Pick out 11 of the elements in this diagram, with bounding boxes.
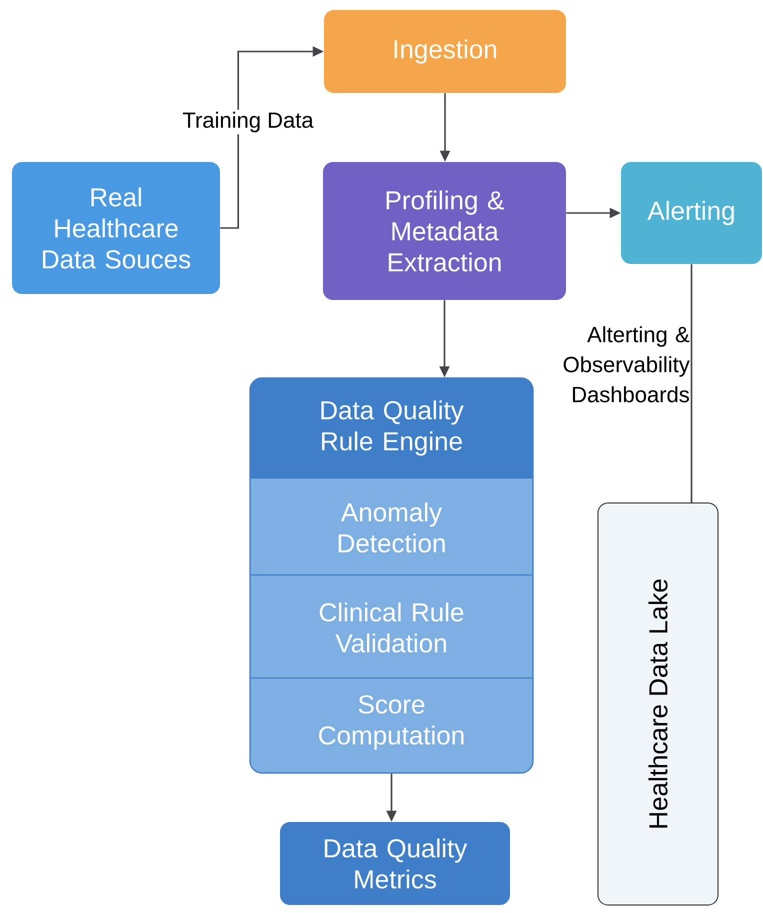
process-box: Data Quality Metrics (280, 822, 510, 905)
stack-band: Anomaly Detection (250, 478, 532, 553)
process-box: Ingestion (324, 10, 566, 93)
annotation-text: Alterting & Observability Dashboards (564, 326, 690, 402)
process-box: Real Healthcare Data Souces (12, 162, 220, 294)
process-box: Alerting (621, 162, 762, 264)
storage-box: Healthcare Data Lake (598, 502, 718, 906)
stack-band: Score Computation (250, 678, 532, 750)
process-box: Profiling & Metadata Extraction (323, 162, 566, 300)
stack-band: Clinical Rule Validation (250, 574, 532, 653)
edge-label: Training Data (182, 112, 314, 132)
